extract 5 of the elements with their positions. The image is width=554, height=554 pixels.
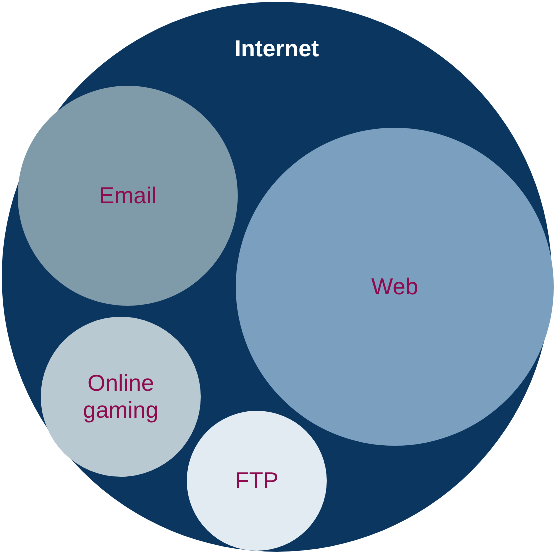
circle-label: Email: [98, 182, 158, 210]
circle-label: FTP: [234, 468, 280, 494]
circle-label: Internet: [234, 35, 320, 62]
circle-label: Web: [370, 274, 420, 300]
circle-label: Online gaming: [82, 370, 160, 424]
